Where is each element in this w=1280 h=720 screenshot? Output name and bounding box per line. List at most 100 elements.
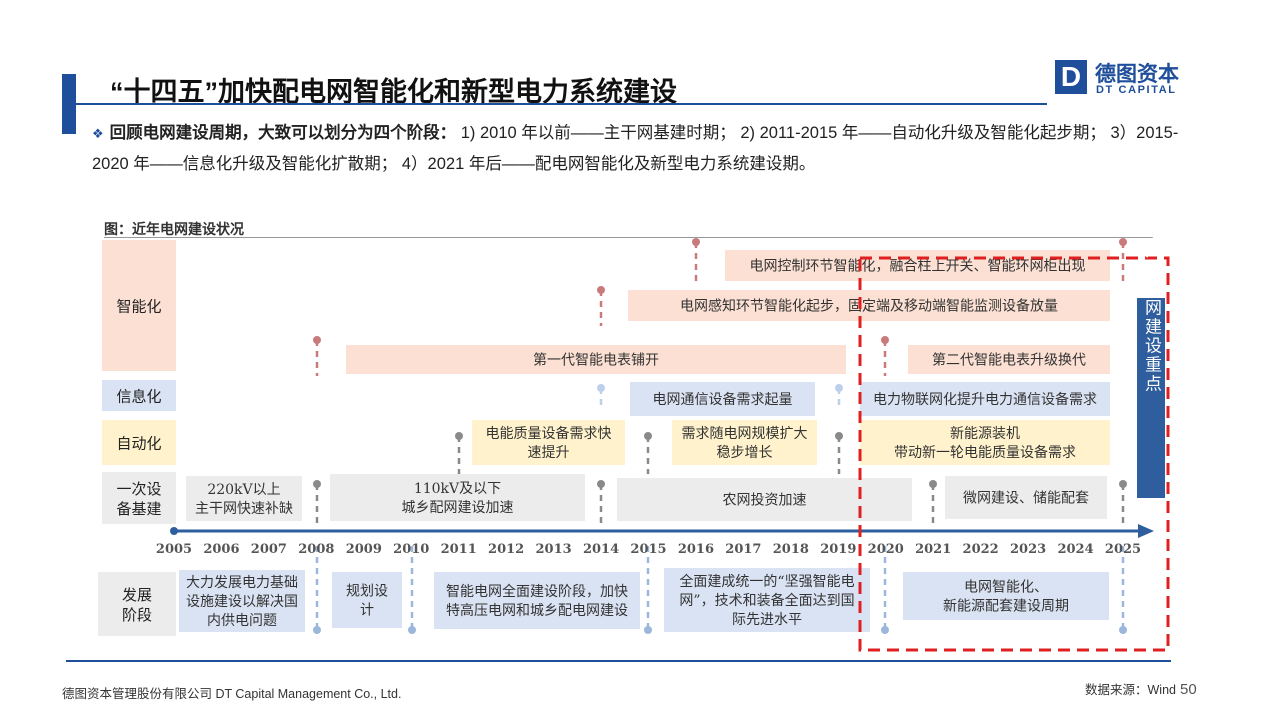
row-label: 信息化 xyxy=(116,388,161,406)
timeline-box xyxy=(330,474,585,521)
connector-dot xyxy=(313,480,321,488)
summary-bullet: ❖回顾电网建设周期，大致可以划分为四个阶段： 1) 2010 年以前——主干网基… xyxy=(92,118,1182,180)
timeline-box-text: 智能电网全面建设阶段，加快 xyxy=(446,583,628,600)
row-label-bg xyxy=(102,420,176,465)
timeline-start-dot xyxy=(170,527,178,535)
timeline-box-text: 主干网快速补缺 xyxy=(195,501,293,517)
summary-text: 1) 2010 年以前——主干网基建时期； 2) 2011-2015 年——自动… xyxy=(92,124,1179,173)
timeline-box-text: 网”，技术和装备全面达到国 xyxy=(679,592,854,609)
timeline-box-text: 电网感知环节智能化起步，固定端及移动端智能监测设备放量 xyxy=(680,298,1058,315)
timeline-box xyxy=(472,420,625,465)
data-source: 数据来源：Wind xyxy=(1085,683,1176,697)
connector-dot xyxy=(1119,480,1127,488)
connector-dot xyxy=(597,384,605,392)
year-tick-label: 2016 xyxy=(678,542,714,557)
timeline-box xyxy=(628,290,1110,321)
timeline-box-text: 设施建设以解决国 xyxy=(186,594,298,610)
row-label: 发展 xyxy=(122,586,152,604)
timeline-box-text: 电网控制环节智能化，融合柱上开关、智能环网柜出现 xyxy=(750,259,1086,275)
timeline-box-text: 电能质量设备需求快 xyxy=(486,425,612,442)
timeline-box xyxy=(903,572,1109,620)
timeline-box-text: 需求随电网规模扩大 xyxy=(682,426,808,442)
connector-dot xyxy=(455,432,463,440)
timeline-box xyxy=(617,478,912,521)
connector-dot xyxy=(644,626,652,634)
year-tick-label: 2023 xyxy=(1010,542,1046,557)
connector-dot xyxy=(692,238,700,246)
connector-dot xyxy=(644,432,652,440)
timeline-box xyxy=(434,572,640,629)
page-title: “十四五”加快配电网智能化和新型电力系统建设 xyxy=(110,77,677,107)
timeline-box-text: 电网通信设备需求起量 xyxy=(653,391,793,408)
timeline-box-text: 电网智能化、 xyxy=(964,580,1048,596)
timeline-arrow-icon xyxy=(1138,524,1154,538)
connector-dot xyxy=(597,480,605,488)
connector-dot xyxy=(881,626,889,634)
year-tick-label: 2020 xyxy=(868,542,904,557)
connector-dot xyxy=(929,480,937,488)
connector-dot xyxy=(313,336,321,344)
year-tick-label: 2014 xyxy=(583,542,619,557)
timeline-box-text: 电力物联网化提升电力通信设备需求 xyxy=(873,391,1097,408)
timeline-box-text: 新能源装机 xyxy=(950,426,1020,442)
figure-caption-divider xyxy=(104,237,1154,238)
vertical-label-bg xyxy=(1137,298,1165,498)
timeline-box xyxy=(630,382,815,416)
logo-icon: D xyxy=(1055,60,1087,94)
timeline-box-text: 城乡配网建设加速 xyxy=(402,500,514,516)
connector-dot xyxy=(408,626,416,634)
timeline-box xyxy=(179,570,305,632)
year-tick-label: 2007 xyxy=(251,542,287,557)
figure-caption: 图：近年电网建设状况 xyxy=(104,222,244,238)
timeline-box xyxy=(725,250,1110,281)
timeline-box xyxy=(664,568,870,632)
timeline-box xyxy=(332,572,402,628)
timeline-box-text: 速提升 xyxy=(528,445,570,461)
title-underline xyxy=(62,103,1047,105)
row-label-bg xyxy=(102,240,176,371)
timeline-box-text: 110kV及以下 xyxy=(414,481,501,497)
year-tick-label: 2013 xyxy=(536,542,572,557)
row-label: 阶段 xyxy=(122,606,152,624)
row-label: 备基建 xyxy=(116,500,161,518)
timeline-box-text: 特高压电网和城乡配电网建设 xyxy=(446,602,628,619)
connector-dot xyxy=(1119,626,1127,634)
footer-company: 德图资本管理股份有限公司 DT Capital Management Co., … xyxy=(62,687,402,701)
year-tick-label: 2024 xyxy=(1057,542,1093,557)
timeline-box-text: 新能源配套建设周期 xyxy=(943,599,1069,615)
timeline-box-text: 微网建设、储能配套 xyxy=(963,491,1089,507)
connector-dot xyxy=(835,432,843,440)
logo-english-name: DT CAPITAL xyxy=(1096,84,1177,96)
year-tick-label: 2012 xyxy=(488,542,524,557)
year-tick-label: 2011 xyxy=(441,542,477,557)
timeline-box-text: 规划设 xyxy=(346,584,388,600)
year-tick-label: 2006 xyxy=(203,542,239,557)
year-tick-label: 2021 xyxy=(915,542,951,557)
timeline-box xyxy=(346,345,846,374)
row-label: 一次设 xyxy=(116,480,161,498)
year-tick-label: 2025 xyxy=(1105,542,1141,557)
connector-dot xyxy=(1119,238,1127,246)
year-tick-label: 2009 xyxy=(346,542,382,557)
timeline-box-text: 大力发展电力基础 xyxy=(186,574,298,591)
row-label: 智能化 xyxy=(116,298,161,316)
timeline-box xyxy=(945,476,1107,519)
timeline-box-text: 际先进水平 xyxy=(732,612,802,628)
timeline-box-text: 内供电问题 xyxy=(207,613,277,629)
year-tick-label: 2019 xyxy=(820,542,856,557)
row-label: 自动化 xyxy=(116,435,161,453)
timeline-box-text: 220kV以上 xyxy=(207,482,280,498)
connector-dot xyxy=(597,286,605,294)
vertical-highlight-label: 十四五电网建设重点 xyxy=(1141,222,1162,393)
year-tick-label: 2008 xyxy=(298,542,334,557)
timeline-box xyxy=(186,476,302,521)
year-tick-label: 2022 xyxy=(963,542,999,557)
footer-divider xyxy=(66,660,1171,662)
logo-chinese-name: 德图资本 xyxy=(1095,63,1179,86)
year-tick-label: 2015 xyxy=(630,542,666,557)
timeline-box xyxy=(860,420,1110,465)
timeline-box-text: 农网投资加速 xyxy=(723,493,807,509)
timeline-box xyxy=(672,420,817,465)
